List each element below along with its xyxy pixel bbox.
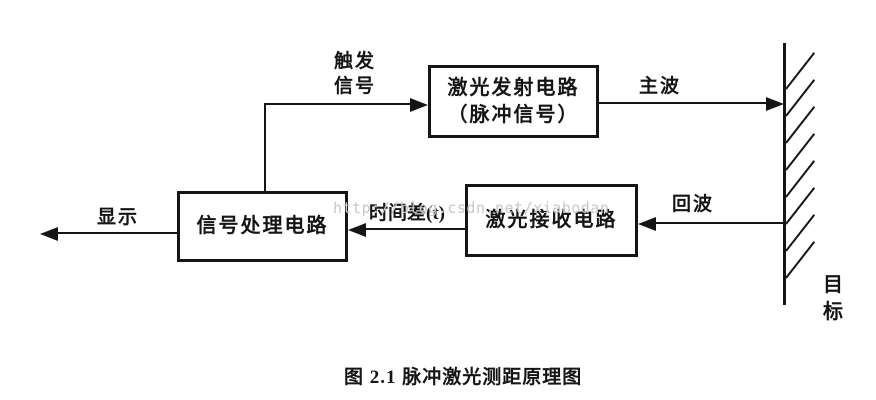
laser-receive-box-label: 激光接收电路 bbox=[485, 209, 618, 231]
trigger-connector-vertical bbox=[264, 103, 266, 193]
display-arrowhead-icon bbox=[40, 227, 58, 241]
trigger-signal-label-line1: 触发 bbox=[333, 51, 376, 72]
main-wave-label: 主波 bbox=[639, 76, 682, 97]
main-wave-line bbox=[598, 102, 766, 104]
echo-wave-line bbox=[656, 222, 784, 224]
target-label-char2: 标 bbox=[823, 301, 843, 323]
target-label: 目 标 bbox=[818, 272, 848, 326]
trigger-arrowhead-icon bbox=[410, 98, 428, 112]
laser-transmit-box-line1: 激光发射电路 bbox=[447, 76, 580, 99]
signal-process-box-label: 信号处理电路 bbox=[196, 215, 329, 237]
echo-wave-label: 回波 bbox=[672, 194, 715, 215]
display-label: 显示 bbox=[97, 207, 140, 228]
target-wall-line bbox=[783, 43, 786, 305]
time-diff-line bbox=[366, 228, 465, 230]
time-diff-label: 时间差(t) bbox=[369, 203, 445, 224]
laser-transmit-box-line2: （脉冲信号） bbox=[447, 103, 580, 126]
target-label-char1: 目 bbox=[823, 274, 843, 296]
time-diff-arrowhead-icon bbox=[348, 223, 366, 237]
watermark-text: http://blog.csdn.net/xiabodan bbox=[333, 199, 610, 217]
trigger-signal-label-line2: 信号 bbox=[333, 76, 376, 97]
laser-transmit-box: 激光发射电路 （脉冲信号） bbox=[428, 65, 599, 138]
main-wave-arrowhead-icon bbox=[766, 97, 784, 111]
trigger-connector-horizontal bbox=[264, 103, 410, 105]
display-line bbox=[58, 232, 177, 234]
laser-receive-box: 激光接收电路 bbox=[465, 184, 638, 257]
signal-process-box: 信号处理电路 bbox=[177, 191, 348, 262]
trigger-signal-label: 触发 信号 bbox=[322, 49, 388, 99]
echo-wave-arrowhead-icon bbox=[638, 217, 656, 231]
figure-caption: 图 2.1 脉冲激光测距原理图 bbox=[344, 367, 583, 388]
